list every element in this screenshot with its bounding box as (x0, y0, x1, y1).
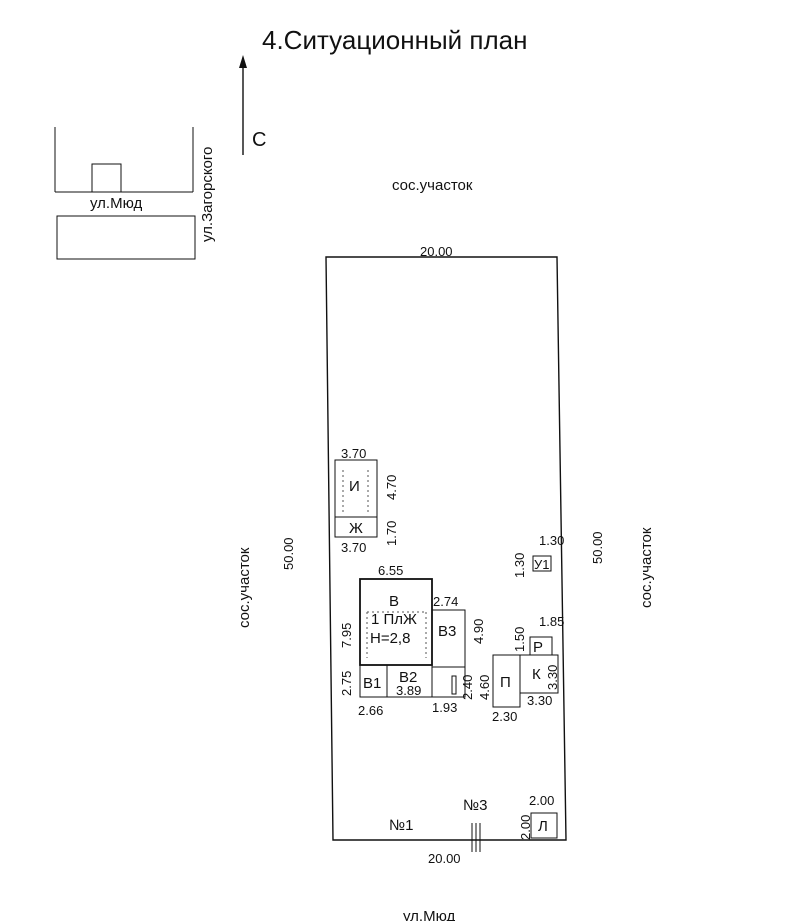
building-k-label: К (532, 666, 541, 683)
location-inset (54, 127, 196, 260)
building-v1-dim-left: 2.75 (339, 671, 354, 696)
building-k-dim-bottom: 3.30 (527, 693, 552, 708)
building-u1 (532, 555, 552, 572)
gate-icon (471, 823, 481, 852)
main-house-dim-left: 7.95 (339, 623, 354, 648)
inset-block (56, 215, 196, 260)
plan-title: 4.Ситуационный план (262, 25, 527, 55)
building-p-label: П (500, 674, 511, 691)
main-house-label: 1 ПлЖ (371, 611, 417, 628)
main-house-label-v: В (389, 593, 399, 610)
street-bottom-label: ул.Мюд (403, 908, 456, 921)
building-v3-dim-side: 4.90 (471, 619, 486, 644)
main-house-dim-top: 6.55 (378, 563, 403, 578)
building-l (530, 812, 558, 839)
inset-street-zagorskogo: ул.Загорского (199, 147, 216, 242)
building-r-label: Р (533, 639, 543, 656)
north-arrow-icon (239, 55, 247, 155)
point-marker-3: №3 (463, 797, 487, 814)
plot-width-top: 20.00 (420, 244, 453, 259)
building-k (519, 654, 559, 694)
plot-width-bottom: 20.00 (428, 851, 461, 866)
building-r-dim-side: 1.50 (512, 627, 527, 652)
building-l-dim-top: 2.00 (529, 793, 554, 808)
building-u1-dim-top: 1.30 (539, 533, 564, 548)
building-k-dim-side: 3.30 (545, 665, 560, 690)
building-v3-label: В3 (438, 623, 456, 640)
main-house-height: Н=2,8 (370, 630, 410, 647)
building-zh-dim-side: 1.70 (384, 521, 399, 546)
building-i-dim-top: 3.70 (341, 446, 366, 461)
building-u1-label: У1 (534, 557, 550, 572)
building-l-dim-side: 2.00 (518, 815, 533, 840)
building-v3-dim-top: 2.74 (433, 594, 458, 609)
building-u1-dim-side: 1.30 (512, 553, 527, 578)
inset-house (91, 163, 122, 193)
building-v1-label: В1 (363, 675, 381, 692)
building-zh (334, 516, 378, 538)
inset-street-myud: ул.Мюд (90, 195, 143, 212)
north-label: С (252, 129, 266, 151)
building-v2-dim-bottom: 3.89 (396, 683, 421, 698)
building-i-dim-side: 4.70 (384, 475, 399, 500)
building-r-dim-top: 1.85 (539, 614, 564, 629)
building-p-dim-side: 4.60 (477, 675, 492, 700)
neighbor-right-label: сос.участок (638, 527, 655, 608)
building-v2-label: В2 (399, 669, 417, 686)
building-i-label: И (349, 478, 360, 495)
building-l-label: Л (538, 818, 548, 835)
point-marker-1: №1 (389, 817, 413, 834)
plot-boundary (325, 256, 567, 841)
neighbor-left-label: сос.участок (236, 547, 253, 628)
building-zh-label: Ж (349, 520, 363, 537)
building-annex-dim-bottom: 1.93 (432, 700, 457, 715)
building-annex-dim-side: 2.40 (460, 675, 475, 700)
building-zh-dim-bottom: 3.70 (341, 540, 366, 555)
building-p-dim-bottom: 2.30 (492, 709, 517, 724)
building-v1-dim-bottom: 2.66 (358, 703, 383, 718)
neighbor-top-label: сос.участок (392, 177, 473, 194)
building-annex (431, 666, 466, 698)
plot-length-right: 50.00 (590, 531, 605, 564)
plot-length-left: 50.00 (281, 537, 296, 570)
